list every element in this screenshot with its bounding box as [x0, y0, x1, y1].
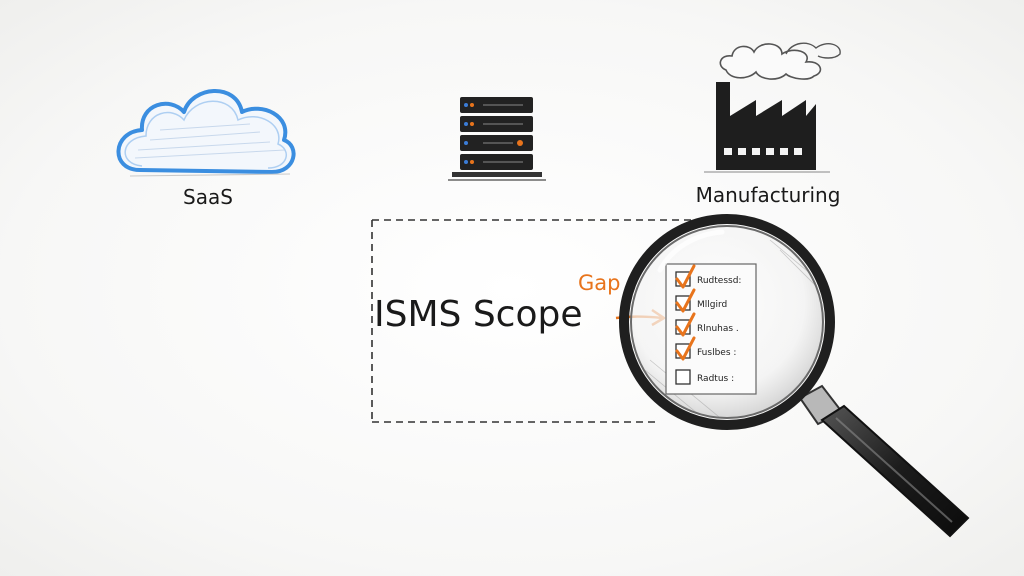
lens-glare: [657, 229, 725, 273]
checklist-item-label: Rudtessd:: [697, 276, 741, 286]
check-icon: [675, 336, 696, 361]
manufacturing-label: Manufacturing: [696, 183, 841, 207]
checklist-item-label: Rlnuhas .: [697, 324, 739, 334]
checklist-item: Fuslbes :: [675, 336, 736, 361]
checklist-item: Mllgird: [675, 288, 727, 313]
magnifier-handle: [798, 384, 970, 538]
checklist-item: Rlnuhas .: [675, 312, 739, 337]
checklist-item-label: Radtus :: [697, 374, 734, 384]
server-icon: [448, 97, 546, 181]
saas-label: SaaS: [183, 185, 233, 209]
checklist-item-label: Fuslbes :: [697, 348, 736, 358]
isms-scope-title: ISMS Scope: [374, 294, 583, 335]
check-icon: [675, 288, 696, 313]
cloud-icon: [116, 89, 296, 177]
checkbox: [675, 369, 691, 385]
gap-label: Gap: [578, 271, 620, 295]
factory-icon: [704, 42, 841, 173]
scope-boundary: [371, 219, 695, 423]
checklist-item: Rudtessd:: [675, 264, 741, 289]
checklist: Rudtessd: Mllgird Rlnuhas . Fuslbes : Ra…: [665, 263, 757, 395]
check-icon: [675, 264, 696, 289]
check-icon: [675, 312, 696, 337]
checklist-item-label: Mllgird: [697, 300, 727, 310]
checklist-item: Radtus :: [675, 369, 734, 385]
